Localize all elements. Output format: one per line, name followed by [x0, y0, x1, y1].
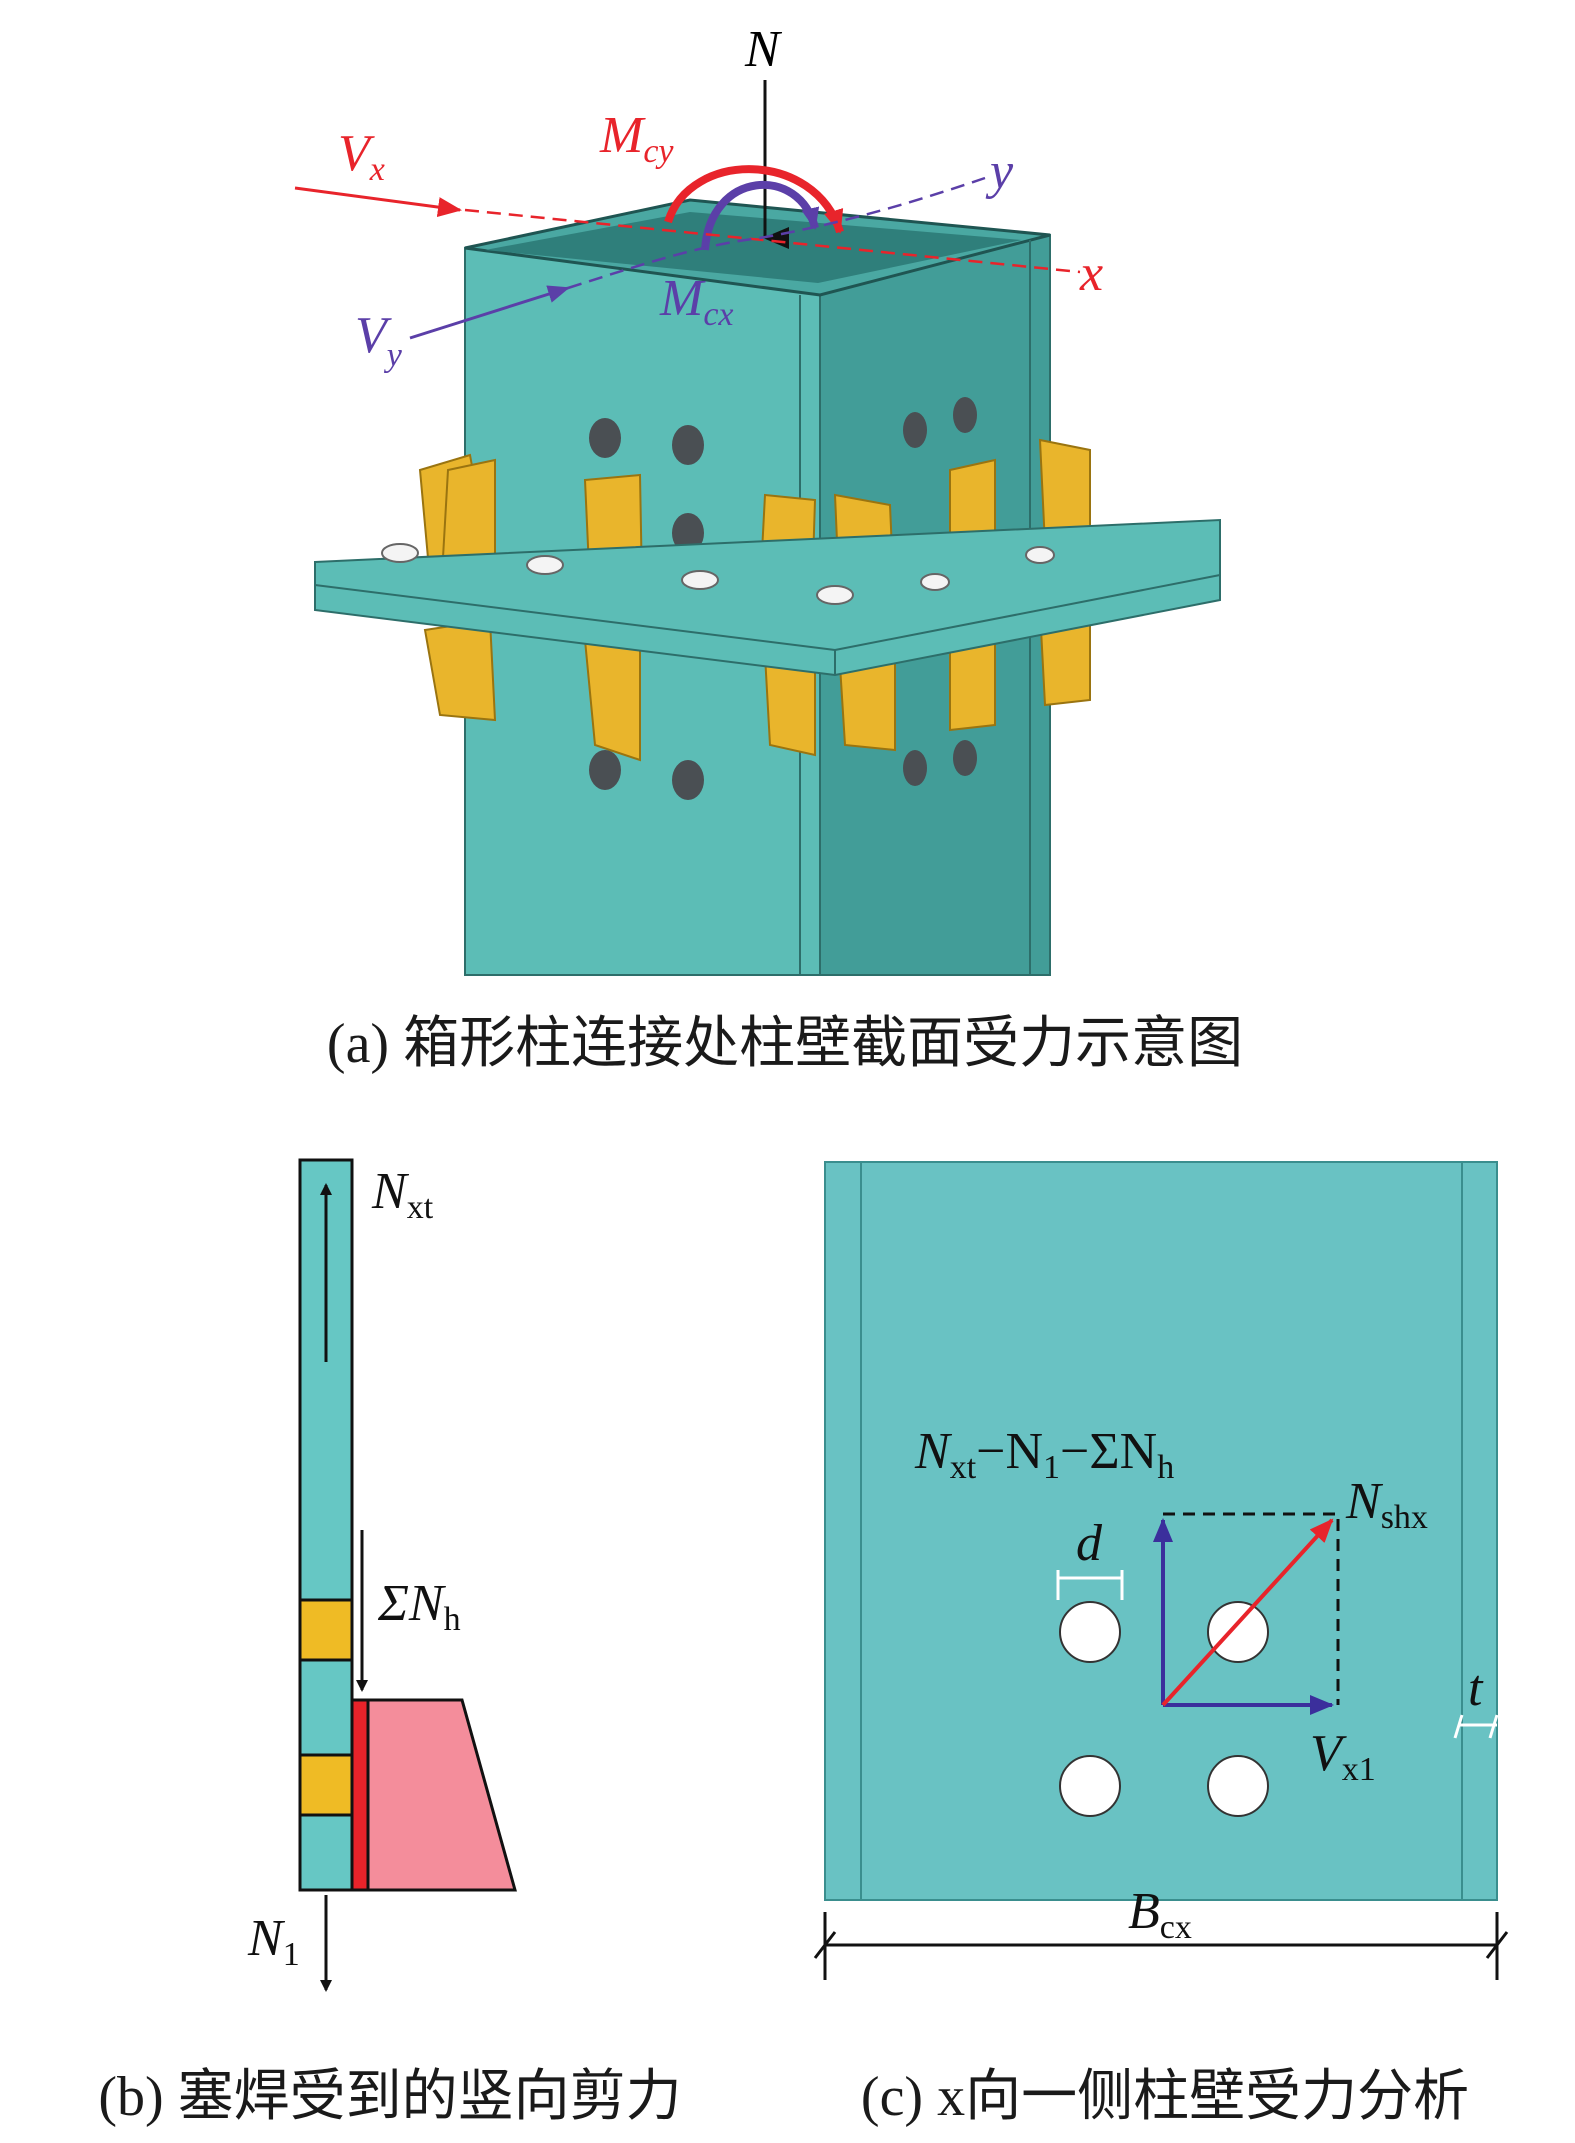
svg-text:N1: N1 — [247, 1910, 300, 1973]
svg-text:Nxt−N1−ΣNh: Nxt−N1−ΣNh — [914, 1423, 1174, 1486]
label-Nshx: Nshx — [1345, 1473, 1428, 1536]
force-parallelogram — [1163, 1512, 1340, 1705]
plug-weld-upper — [298, 1598, 354, 1662]
label-sum-Nh: ΣNh — [377, 1575, 461, 1638]
caption-c: (c) x向一侧柱壁受力分析 — [861, 2066, 1469, 2128]
moment-Mcy-arc — [664, 165, 844, 234]
label-d: d — [1076, 1515, 1103, 1572]
svg-text:Nshx: Nshx — [1345, 1473, 1428, 1536]
moment-Mcx-arc — [701, 180, 820, 251]
svg-text:ΣNh: ΣNh — [377, 1575, 461, 1638]
dimension-d — [1056, 1570, 1124, 1600]
vector-Nshx — [1161, 1518, 1334, 1707]
figure-a: N Mcy Mcx Vx x Vy y (a) 箱形柱连接处柱壁截面受力示意图 — [294, 21, 1243, 1075]
svg-text:Vx: Vx — [338, 125, 385, 188]
label-Mcx: Mcx — [659, 270, 734, 333]
shear-Vy-arrow — [409, 285, 570, 340]
bolt-hole — [1059, 1755, 1121, 1817]
label-axis-x: x — [1079, 245, 1103, 302]
svg-text:Nxt: Nxt — [371, 1163, 434, 1226]
flange-plate — [314, 518, 1221, 677]
label-Vx1: Vx1 — [1310, 1725, 1376, 1788]
connecting-plate — [366, 1698, 517, 1892]
dimension-t — [1453, 1714, 1499, 1739]
caption-b: (b) 塞焊受到的竖向剪力 — [98, 2066, 681, 2128]
svg-text:Mcx: Mcx — [659, 270, 734, 333]
label-N: N — [744, 21, 783, 78]
shear-Vx-arrow — [294, 186, 462, 218]
label-t: t — [1468, 1660, 1484, 1717]
label-Vy: Vy — [355, 307, 403, 374]
bolt-hole — [1207, 1755, 1269, 1817]
axis-x-line — [464, 208, 1081, 274]
label-Nxt: Nxt — [371, 1163, 434, 1226]
figure-b: Nxt ΣNh N1 (b) 塞焊受到的竖向剪力 — [98, 1158, 682, 2128]
label-Bcx: Bcx — [1128, 1883, 1192, 1946]
label-equation: Nxt−N1−ΣNh — [914, 1423, 1174, 1486]
caption-a: (a) 箱形柱连接处柱壁截面受力示意图 — [327, 1013, 1243, 1075]
plug-weld-lower — [298, 1753, 354, 1817]
label-Vx: Vx — [338, 125, 385, 188]
bolt-hole — [1207, 1601, 1269, 1663]
figure-c: d Nxt−N1−ΣNh Nshx Vx1 t — [813, 1161, 1509, 2128]
svg-text:Bcx: Bcx — [1128, 1883, 1192, 1946]
svg-text:Mcy: Mcy — [599, 107, 674, 170]
label-axis-y: y — [985, 143, 1014, 200]
axis-y-line — [567, 176, 986, 290]
bolt-hole — [1059, 1601, 1121, 1663]
svg-text:Vx1: Vx1 — [1310, 1725, 1376, 1788]
label-Mcy: Mcy — [599, 107, 674, 170]
box-column — [464, 198, 1051, 976]
svg-text:Vy: Vy — [355, 307, 403, 374]
dimension-Bcx — [813, 1912, 1509, 1980]
label-N1: N1 — [247, 1910, 300, 1973]
weld-strip — [350, 1698, 370, 1892]
